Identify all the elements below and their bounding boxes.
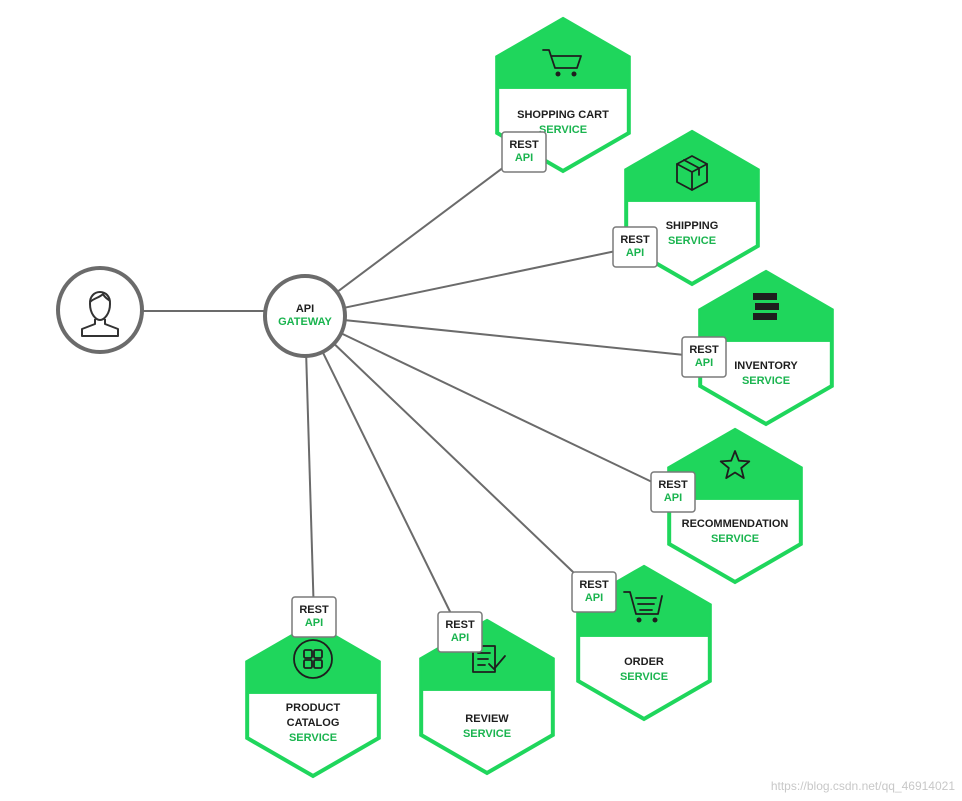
- service-subtitle: SERVICE: [620, 671, 668, 683]
- watermark-text: https://blog.csdn.net/qq_46914021: [771, 779, 955, 793]
- rest-label: REST: [620, 234, 650, 246]
- order-connector: [333, 342, 595, 593]
- shipping-connector: [343, 246, 636, 309]
- api-label: API: [515, 152, 533, 164]
- rest-api-box: [612, 226, 658, 268]
- service-subtitle: SERVICE: [742, 375, 790, 387]
- rest-api-box: [291, 596, 337, 638]
- gateway-circle: [263, 274, 347, 358]
- rest-api-box: [437, 611, 483, 653]
- rest-api-labels: RESTAPIRESTAPIRESTAPIRESTAPIRESTAPIRESTA…: [291, 131, 727, 653]
- cart-icon: [542, 49, 582, 77]
- cart-list-icon: [623, 591, 663, 623]
- api-label: API: [305, 617, 323, 629]
- rest-label: REST: [579, 579, 609, 591]
- service-hexagon-cap: [626, 132, 758, 202]
- connections: [142, 151, 705, 633]
- stack-icon: [753, 293, 779, 320]
- rest-label: REST: [509, 139, 539, 151]
- gateway-label-line1: API: [296, 303, 314, 315]
- user-icon: [81, 291, 119, 337]
- service-name: PRODUCT: [286, 702, 341, 714]
- api-label: API: [626, 247, 644, 259]
- product-catalog-connector: [305, 355, 315, 618]
- service-name: SHOPPING CART: [517, 109, 609, 121]
- api-label: API: [585, 592, 603, 604]
- review-connector: [321, 351, 461, 633]
- client-circle: [56, 266, 144, 354]
- rest-api-box: [650, 471, 696, 513]
- service-subtitle: SERVICE: [668, 235, 716, 247]
- rest-api-box: [571, 571, 617, 613]
- gateway-label-line2: GATEWAY: [278, 316, 332, 328]
- inventory-connector: [344, 319, 705, 358]
- service-subtitle: SERVICE: [289, 732, 337, 744]
- rest-api-box: [501, 131, 547, 173]
- api-label: API: [695, 357, 713, 369]
- service-name: SHIPPING: [666, 220, 719, 232]
- grid-icon: [293, 639, 333, 679]
- service-hexagon-cap: [497, 19, 629, 89]
- service-name: INVENTORY: [734, 360, 798, 372]
- service-name: REVIEW: [465, 713, 509, 725]
- service-hexagon-cap: [421, 621, 553, 691]
- service-subtitle: SERVICE: [539, 124, 587, 136]
- service-product-catalog: PRODUCT CATALOG SERVICE: [245, 621, 381, 779]
- service-review: REVIEW SERVICE: [419, 618, 555, 776]
- service-inventory: INVENTORY SERVICE: [698, 269, 834, 427]
- rest-api-box: [681, 336, 727, 378]
- api-label: API: [664, 492, 682, 504]
- review-icon: [472, 645, 506, 673]
- rest-label: REST: [299, 604, 329, 616]
- client-node: [56, 266, 144, 354]
- rest-label: REST: [658, 479, 688, 491]
- service-subtitle: SERVICE: [711, 533, 759, 545]
- package-icon: [676, 155, 708, 191]
- rest-label: REST: [689, 344, 719, 356]
- service-subtitle: SERVICE: [463, 728, 511, 740]
- api-label: API: [451, 632, 469, 644]
- rest-label: REST: [445, 619, 475, 631]
- recommendation-connector: [340, 332, 674, 493]
- service-name: ORDER: [624, 656, 664, 668]
- service-name: RECOMMENDATION: [682, 518, 789, 530]
- service-name: CATALOG: [287, 717, 340, 729]
- star-icon: [719, 450, 751, 479]
- shopping-cart-connector: [336, 151, 525, 293]
